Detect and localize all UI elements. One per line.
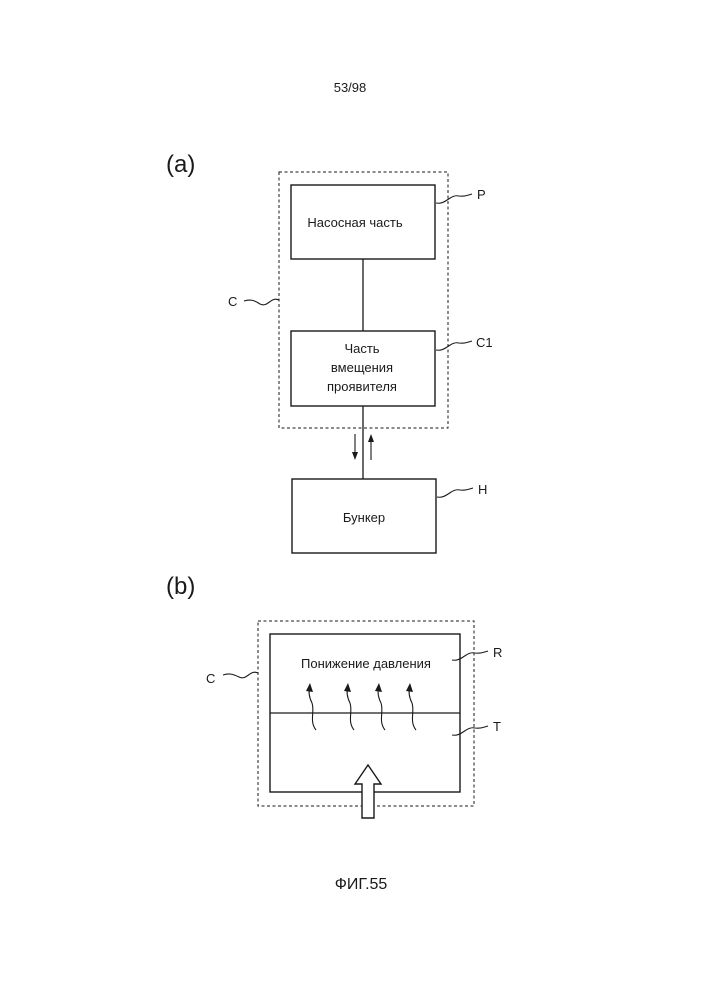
developer-box-line-3: проявителя <box>327 379 397 394</box>
container-c-ref: C <box>228 294 237 309</box>
wavy-arrow-icon <box>375 683 385 730</box>
panel-b: (b) C Понижение давления R T <box>166 573 502 818</box>
pump-ref: P <box>477 187 486 202</box>
panel-a: (a) C Насосная часть P Часть вмещения пр… <box>166 151 493 553</box>
wavy-arrow-icon <box>406 683 416 730</box>
developer-ref: C1 <box>476 335 493 350</box>
container-c-leader-b <box>223 672 258 678</box>
developer-box-line-2: вмещения <box>331 360 393 375</box>
hopper-ref: H <box>478 482 487 497</box>
hopper-box-label: Бункер <box>343 510 385 525</box>
region-t-ref: T <box>493 719 501 734</box>
panel-b-label: (b) <box>166 573 195 600</box>
up-arrow-icon <box>368 434 374 460</box>
wavy-arrow-icon <box>344 683 354 730</box>
down-arrow-icon <box>352 434 358 460</box>
region-r-leader <box>452 651 488 660</box>
pump-ref-leader <box>436 194 472 203</box>
region-r-ref: R <box>493 645 502 660</box>
container-c-ref-b: C <box>206 671 215 686</box>
developer-box-line-1: Часть <box>344 341 379 356</box>
page-number: 53/98 <box>334 80 367 95</box>
upper-region-label: Понижение давления <box>301 656 431 671</box>
developer-ref-leader <box>436 341 472 350</box>
container-c-leader <box>244 299 279 305</box>
wavy-arrow-icon <box>306 683 316 730</box>
pump-box-label: Насосная часть <box>307 215 403 230</box>
hopper-ref-leader <box>437 488 473 497</box>
panel-a-label: (a) <box>166 151 195 178</box>
figure-caption: ФИГ.55 <box>335 876 388 893</box>
region-t-leader <box>452 726 488 735</box>
